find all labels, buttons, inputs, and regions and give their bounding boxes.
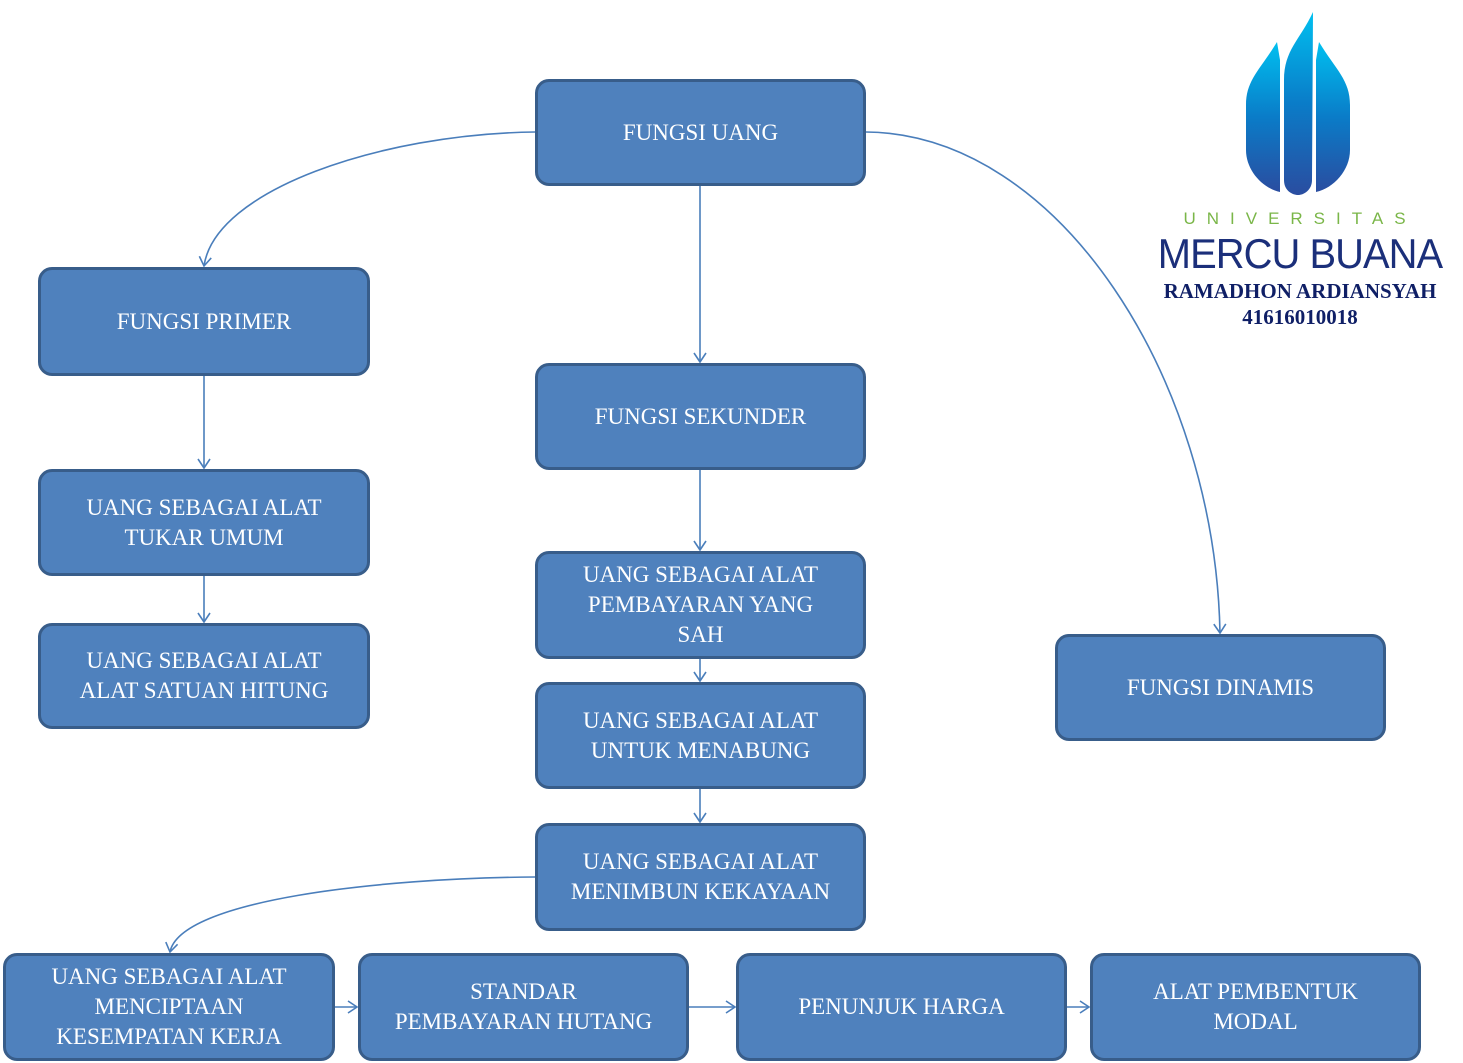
node-satuan-hitung: UANG SEBAGAI ALAT ALAT SATUAN HITUNG — [38, 623, 370, 729]
node-alat-pembayaran: UANG SEBAGAI ALAT PEMBAYARAN YANG SAH — [535, 551, 866, 659]
node-menimbun-kekayaan: UANG SEBAGAI ALAT MENIMBUN KEKAYAAN — [535, 823, 866, 931]
node-fungsi-dinamis: FUNGSI DINAMIS — [1055, 634, 1386, 741]
arrow-sekunder-4 — [165, 876, 536, 954]
author-name: RAMADHON ARDIANSYAH — [1163, 279, 1437, 303]
arrow-root-dinamis — [865, 131, 1227, 635]
mercu-buana-flame-logo-icon — [1246, 12, 1350, 195]
node-penunjuk-harga: PENUNJUK HARGA — [736, 953, 1067, 1061]
author-nim: 41616010018 — [1242, 305, 1358, 329]
arrow-root-primer — [198, 131, 536, 268]
node-standar-pembayaran-hutang: STANDAR PEMBAYARAN HUTANG — [358, 953, 689, 1061]
node-fungsi-sekunder: FUNGSI SEKUNDER — [535, 363, 866, 470]
node-alat-tukar-umum: UANG SEBAGAI ALAT TUKAR UMUM — [38, 469, 370, 576]
logo-universitas-text: UNIVERSITAS — [1183, 209, 1417, 228]
node-pembentuk-modal: ALAT PEMBENTUK MODAL — [1090, 953, 1421, 1061]
node-fungsi-primer: FUNGSI PRIMER — [38, 267, 370, 376]
node-kesempatan-kerja: UANG SEBAGAI ALAT MENCIPTAAN KESEMPATAN … — [3, 953, 335, 1061]
node-fungsi-uang: FUNGSI UANG — [535, 79, 866, 186]
node-menabung: UANG SEBAGAI ALAT UNTUK MENABUNG — [535, 682, 866, 789]
logo-name-text: MERCU BUANA — [1157, 230, 1443, 277]
